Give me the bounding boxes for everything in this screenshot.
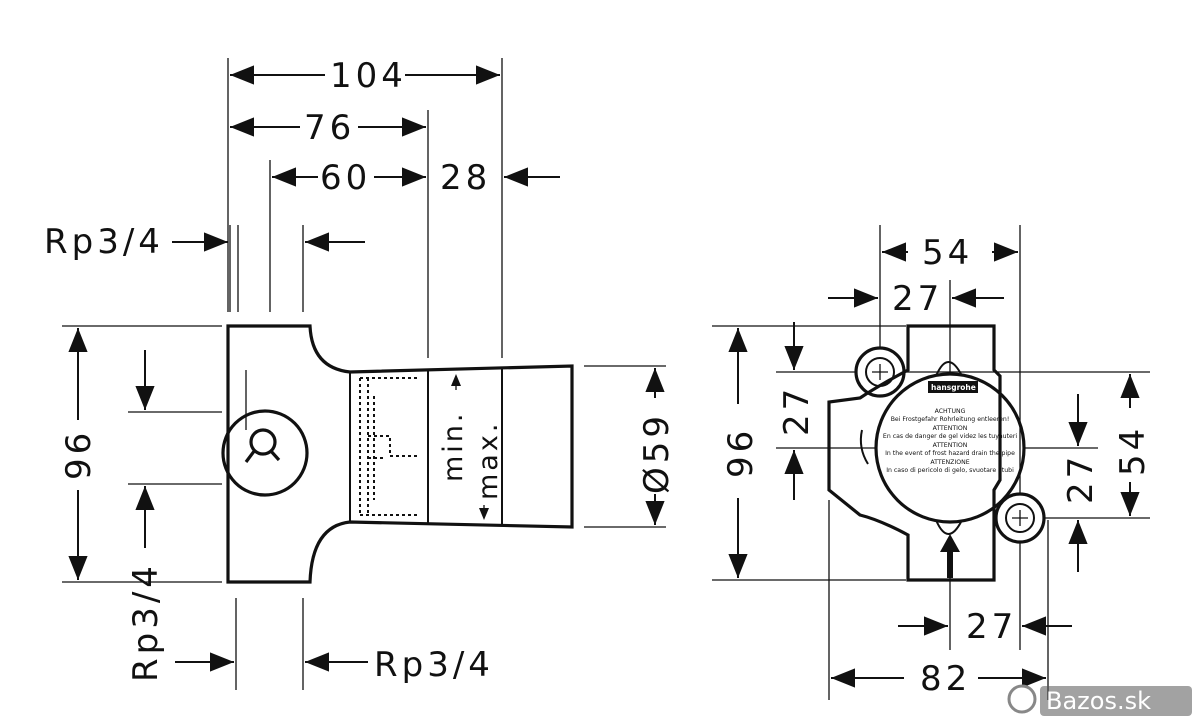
brand-label: hansgrohe [931,383,976,392]
side-valve-circle [221,409,309,497]
flow-arrow-icon [940,534,960,552]
thread-label-top: Rp3/4 [44,222,164,262]
label-line: ATTENTION [933,442,968,449]
watermark-text: Bazos.sk [1046,687,1151,715]
dim-104: 104 [330,56,407,96]
dim-27-bottom: 27 [966,607,1017,647]
dim-27-right: 27 [1061,453,1101,504]
label-line: ATTENZIONE [930,459,969,466]
dim-54-top: 54 [922,233,973,273]
max-label: max. [473,421,504,500]
dim-diameter-59: Ø59 [637,412,677,494]
dim-28: 28 [440,158,491,198]
label-line: En cas de danger de gel videz les tuyaut… [883,433,1017,440]
thread-label-bottom-right: Rp3/4 [374,645,494,685]
dim-96-front: 96 [721,427,761,478]
dim-27-left: 27 [777,385,817,436]
watermark-logo-icon [1007,684,1037,714]
dim-76: 76 [304,108,355,148]
cartridge-hidden-lines [359,377,420,516]
dim-54-right: 54 [1113,425,1153,476]
front-view: hansgrohe ACHTUNG Bei Frostgefahr Rohrle… [712,225,1153,700]
label-line: In the event of frost hazard drain the p… [885,450,1015,457]
warning-label-text: ACHTUNG Bei Frostgefahr Rohrleitung entl… [883,408,1017,474]
min-label: min. [438,411,469,483]
label-line: In caso di pericolo di gelo, svuotare i … [886,467,1014,474]
dim-27-top: 27 [892,279,943,319]
dim-82: 82 [920,659,971,699]
watermark: Bazos.sk [1007,684,1192,716]
label-line: ATTENTION [933,425,968,432]
dim-96-side: 96 [59,429,99,480]
front-body-outline [827,324,1002,582]
side-view: 104 76 60 28 Rp3/4 Rp3/4 Rp3/4 96 min. [44,56,677,690]
brand-badge [928,381,978,393]
label-line: ACHTUNG [935,408,966,415]
side-body-outline [226,324,574,584]
dim-60: 60 [320,158,371,198]
label-line: Bei Frostgefahr Rohrleitung entleeren! [891,416,1010,423]
thread-label-bottom-left: Rp3/4 [126,562,166,682]
